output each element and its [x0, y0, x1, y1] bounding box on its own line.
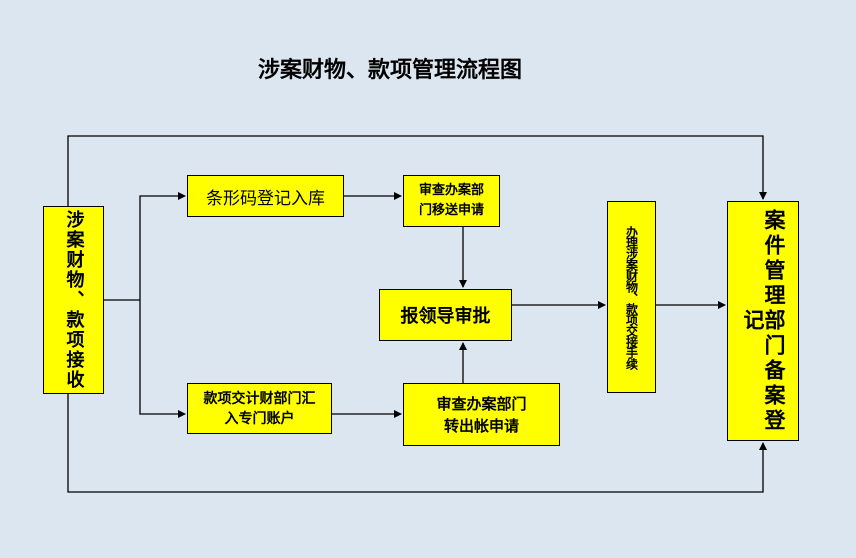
node-handover: 办理涉案财物、款项交接手续: [607, 201, 656, 393]
node-review-transfer-line1: 审查办案部: [418, 183, 484, 198]
node-review-outbound-line1: 审查办案部门: [436, 394, 527, 413]
node-case-register: 案件管理部门备案登记: [727, 201, 799, 441]
edge-receive-to-register-bottom: [67, 394, 767, 493]
node-fund-deposit-line2: 入专门账户: [224, 410, 295, 427]
node-fund-deposit-line1: 款项交计财部门汇: [203, 390, 316, 407]
node-case-register-label: 案件管理部门备案登记: [741, 208, 786, 434]
node-handover-label: 办理涉案财物、款项交接手续: [624, 225, 639, 369]
node-barcode-register: 条形码登记入库: [187, 175, 344, 217]
edge-receive-to-register-top: [67, 135, 767, 206]
node-receive: 涉案财物、款项接收: [43, 206, 104, 394]
node-leader-approval: 报领导审批: [379, 289, 512, 341]
node-review-transfer: 审查办案部 门移送申请: [403, 175, 500, 227]
node-fund-deposit: 款项交计财部门汇 入专门账户: [187, 383, 332, 434]
edge-receive-to-fund: [139, 300, 186, 418]
node-review-outbound: 审查办案部门 转出帐申请: [403, 383, 560, 446]
node-review-outbound-line2: 转出帐申请: [443, 416, 519, 435]
diagram-title: 涉案财物、款项管理流程图: [258, 58, 523, 83]
node-receive-label: 涉案财物、款项接收: [63, 210, 85, 390]
edge-receive-to-barcode: [139, 192, 186, 300]
node-leader-approval-label: 报领导审批: [400, 306, 491, 327]
node-barcode-register-label: 条形码登记入库: [206, 188, 325, 209]
node-review-transfer-line2: 门移送申请: [418, 203, 484, 218]
